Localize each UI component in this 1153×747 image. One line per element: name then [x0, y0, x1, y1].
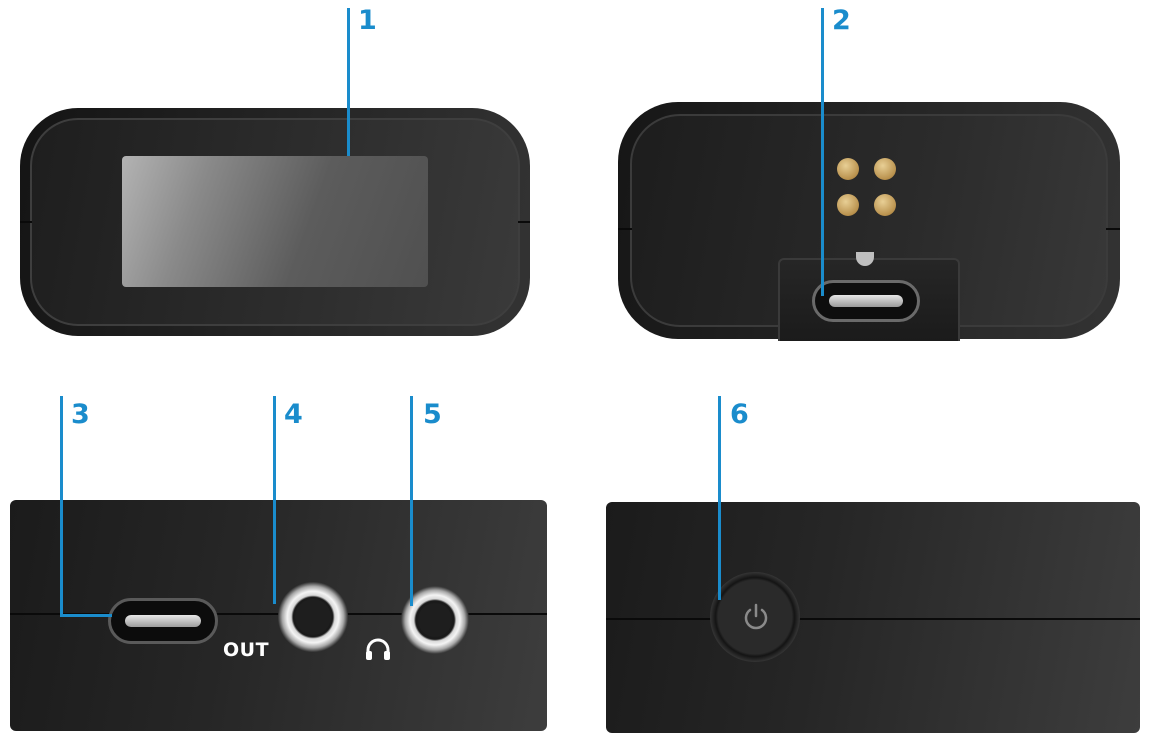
callout-number-4: 4 — [284, 399, 303, 430]
callout-line-4 — [273, 396, 276, 604]
display-screen — [122, 156, 428, 287]
device-back-seam-left — [618, 228, 632, 230]
line-out-jack[interactable] — [278, 582, 348, 652]
callout-line-3 — [60, 396, 63, 617]
headphone-jack[interactable] — [401, 586, 469, 654]
power-icon — [744, 603, 768, 630]
headphones-icon — [366, 638, 390, 660]
recess-screw — [856, 252, 874, 266]
charging-contact — [837, 158, 859, 180]
jack-hole — [418, 603, 452, 637]
callout-number-3: 3 — [71, 399, 90, 430]
device-back-view — [618, 102, 1120, 341]
power-button[interactable] — [710, 572, 800, 662]
callout-number-5: 5 — [423, 399, 442, 430]
device-front-seam-right — [518, 221, 530, 223]
usb-c-port-icon — [125, 615, 201, 627]
usb-c-port-icon — [829, 295, 903, 307]
usb-c-port-side[interactable] — [108, 598, 218, 644]
jack-hole — [295, 599, 331, 635]
device-back-seam-right — [1106, 228, 1120, 230]
usb-c-port-back[interactable] — [812, 280, 920, 322]
out-label: OUT — [223, 639, 270, 661]
callout-line-3-horizontal — [60, 614, 112, 617]
device-front-seam-left — [20, 221, 32, 223]
charging-contact — [874, 158, 896, 180]
charging-contact — [874, 194, 896, 216]
device-side-power-view — [606, 502, 1140, 733]
callout-line-6 — [718, 396, 721, 600]
callout-number-2: 2 — [832, 5, 851, 36]
callout-line-5 — [410, 396, 413, 606]
callout-number-1: 1 — [358, 5, 377, 36]
charging-contact — [837, 194, 859, 216]
device-power-side-seam — [606, 618, 1140, 620]
callout-line-1 — [347, 8, 350, 156]
callout-number-6: 6 — [730, 399, 749, 430]
callout-line-2 — [821, 8, 824, 296]
device-front-view — [20, 108, 530, 336]
